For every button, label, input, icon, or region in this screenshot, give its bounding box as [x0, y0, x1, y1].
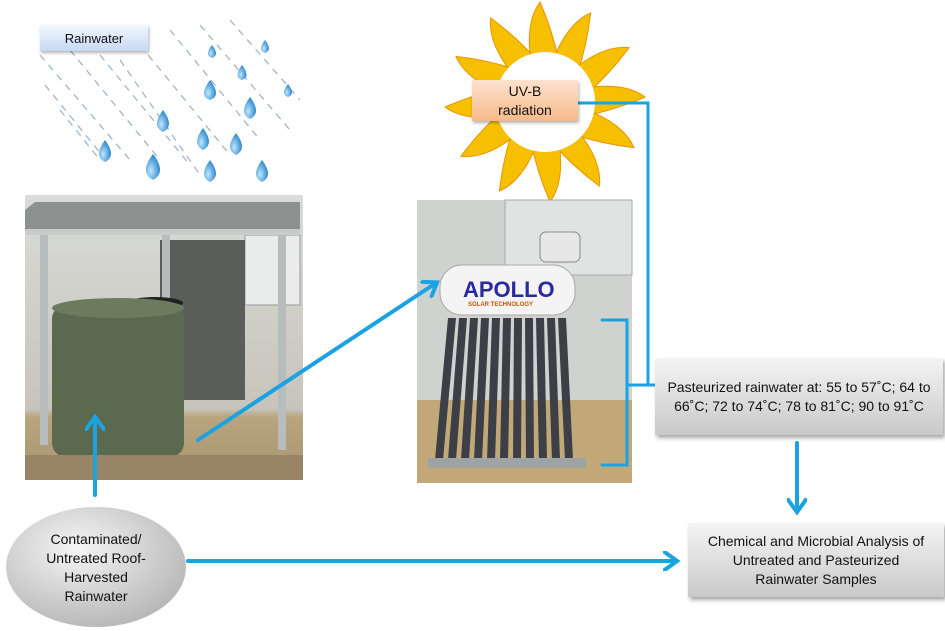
- source-ellipse: [6, 507, 186, 627]
- source-rainwater-label: Contaminated/ Untreated Roof-Harvested R…: [46, 531, 146, 604]
- heater-brand: APOLLO: [463, 277, 555, 302]
- pasteurized-temperatures-box: Pasteurized rainwater at: 55 to 57˚C; 64…: [655, 358, 943, 435]
- connector-arrows: [95, 101, 797, 561]
- analysis-box: Chemical and Microbial Analysis of Untre…: [688, 523, 944, 597]
- uvb-radiation-label: UV-B radiation: [472, 80, 578, 121]
- rainwater-label: Rainwater: [40, 25, 148, 51]
- heater-subtitle: SOLAR TECHNOLOGY: [468, 302, 533, 308]
- solar-water-heater-photo: APOLLO SOLAR TECHNOLOGY: [417, 199, 633, 483]
- raindrop-icons: [99, 40, 292, 182]
- rainwater-tank-photo: [25, 195, 303, 480]
